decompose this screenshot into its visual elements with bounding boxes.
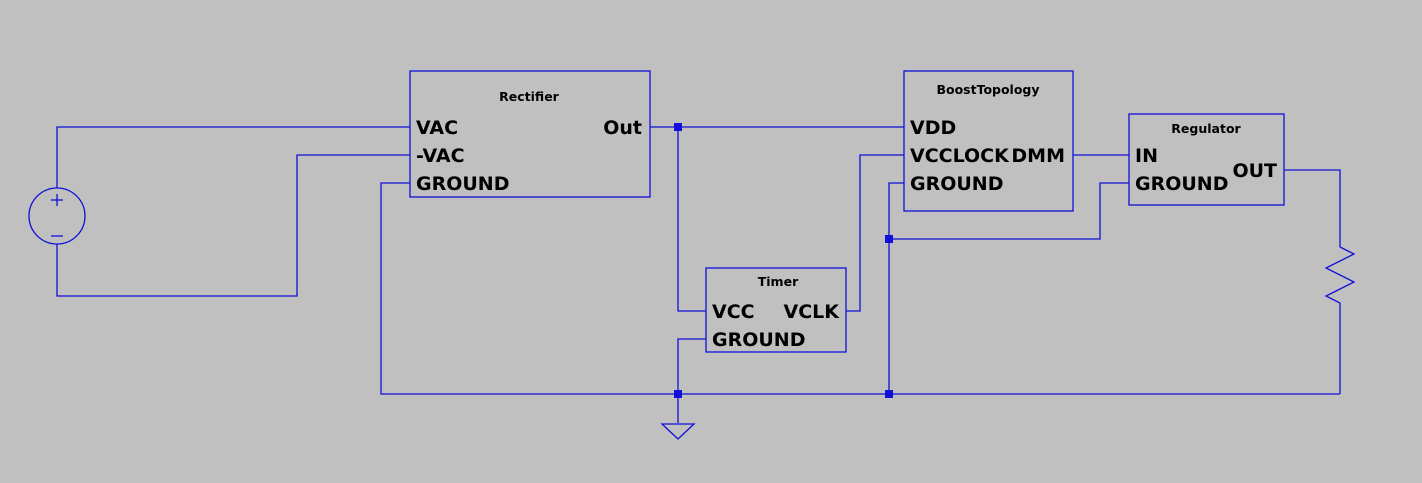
rectifier-pin-out: Out [603,117,642,139]
junction-dot [674,123,682,131]
rectifier-pin-nvac: -VAC [416,145,465,167]
wire-regulator-ground[interactable] [889,182,1129,240]
ground-icon[interactable] [660,423,696,440]
wire-out-timer-vcc[interactable] [677,127,706,312]
boost-title: BoostTopology [936,82,1039,97]
rectifier-title: Rectifier [499,89,560,104]
rectifier-pin-vac: VAC [416,117,458,139]
wire-rectifier-ground[interactable] [380,182,1340,395]
wire-regulator-out-load[interactable] [1284,169,1341,247]
wire-source-plus-vac[interactable] [56,126,410,188]
wire-vclk-vcclock[interactable] [846,154,904,312]
ac-voltage-source-icon[interactable] [28,187,86,245]
wire-source-minus-nvac[interactable] [56,154,410,297]
wires [56,126,1341,423]
junction-dot [885,235,893,243]
rectifier-block[interactable]: Rectifier VAC -VAC GROUND Out [409,70,651,198]
junction-dots [674,123,893,398]
junction-dot [674,390,682,398]
regulator-pin-ground: GROUND [1135,173,1228,195]
timer-pin-ground: GROUND [712,329,805,351]
regulator-title: Regulator [1171,121,1241,136]
boost-pin-ground: GROUND [910,173,1003,195]
timer-title: Timer [758,274,799,289]
resistor-icon[interactable] [1324,246,1356,310]
boost-pin-vcclock: VCCLOCK [910,145,1010,167]
regulator-block[interactable]: Regulator IN GROUND OUT [1128,113,1285,206]
regulator-pin-in: IN [1135,145,1158,167]
wire-timer-ground[interactable] [677,338,706,423]
junction-dot [885,390,893,398]
timer-pin-vclk: VCLK [784,301,841,323]
boost-pin-vdd: VDD [910,117,956,139]
regulator-pin-out: OUT [1232,160,1277,182]
timer-block[interactable]: Timer VCC GROUND VCLK [705,267,847,353]
timer-pin-vcc: VCC [712,301,755,323]
boost-pin-dmm: DMM [1011,145,1065,167]
rectifier-pin-ground: GROUND [416,173,509,195]
wire-boost-ground[interactable] [888,182,904,394]
boost-topology-block[interactable]: BoostTopology VDD VCCLOCK GROUND DMM [903,70,1074,212]
